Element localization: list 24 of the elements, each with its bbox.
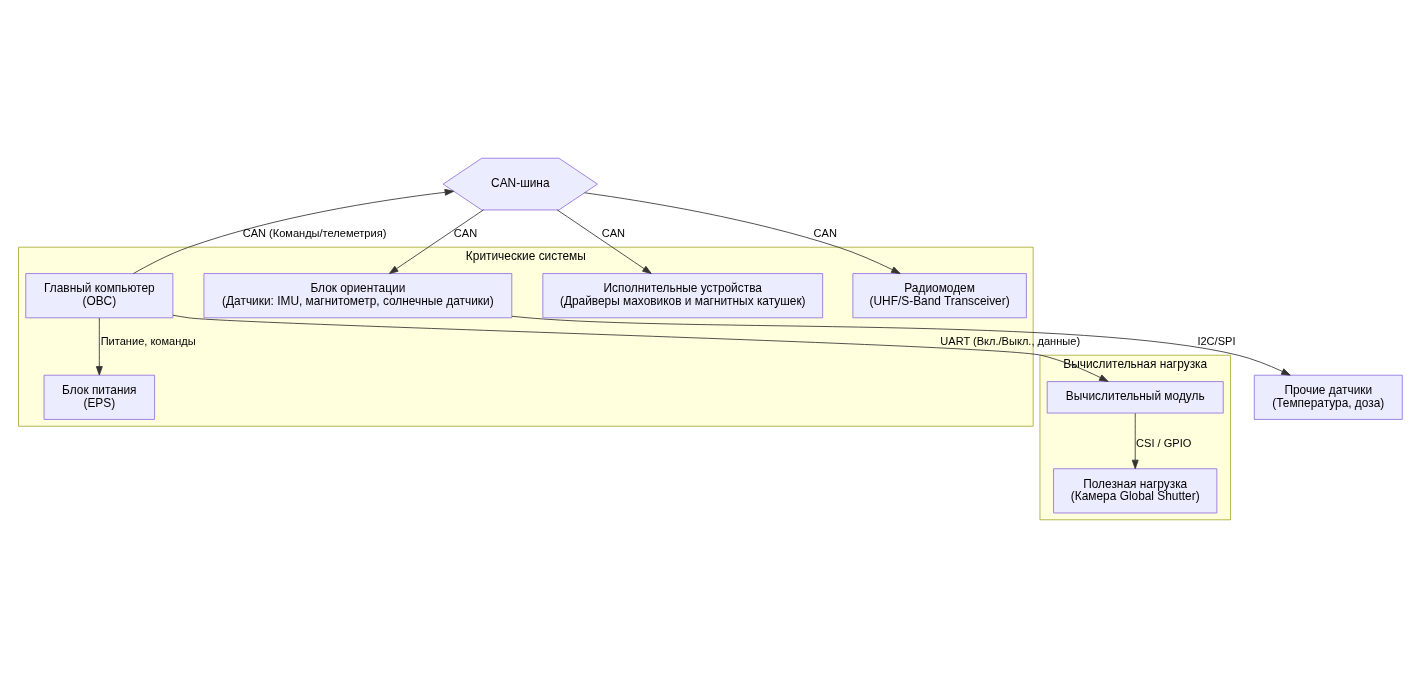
node-box: Блок питания (EPS) (43, 374, 156, 420)
arrow (95, 317, 103, 376)
arrow (388, 209, 484, 274)
edge-label: I2C/SPI (1197, 335, 1236, 348)
arrow (1131, 412, 1139, 470)
arrow (133, 188, 455, 274)
node-box: Полезная нагрузка (Камера Global Shutter) (1053, 468, 1218, 514)
node-box: Радиомодем (UHF/S-Band Transceiver) (852, 273, 1027, 319)
node-box: Вычислительный модуль (1046, 381, 1224, 414)
edge-label: CAN (Команды/телеметрия) (242, 227, 387, 240)
arrow (511, 315, 1291, 376)
edge-label: Питание, команды (100, 335, 196, 348)
node-box: Блок ориентации (Датчики: IMU, магнитометр, солнечные датчики) (203, 273, 513, 319)
arrow (556, 209, 652, 274)
edge-label: UART (Вкл./Выкл., данные) (940, 335, 1081, 348)
edge-label: CAN (453, 227, 478, 240)
node-box: Исполнительные устройства (Драйверы маховиков и магнитных катушек) (542, 273, 824, 319)
node-box: Прочие датчики (Температура, доза) (1253, 374, 1403, 420)
node-box: Главный компьютер (OBC) (25, 273, 174, 319)
edge-label: CAN (601, 227, 626, 240)
edge-label: CSI / GPIO (1136, 436, 1192, 449)
edge-label: CAN (813, 227, 837, 240)
arrow (584, 192, 901, 274)
arrow (172, 314, 1109, 382)
